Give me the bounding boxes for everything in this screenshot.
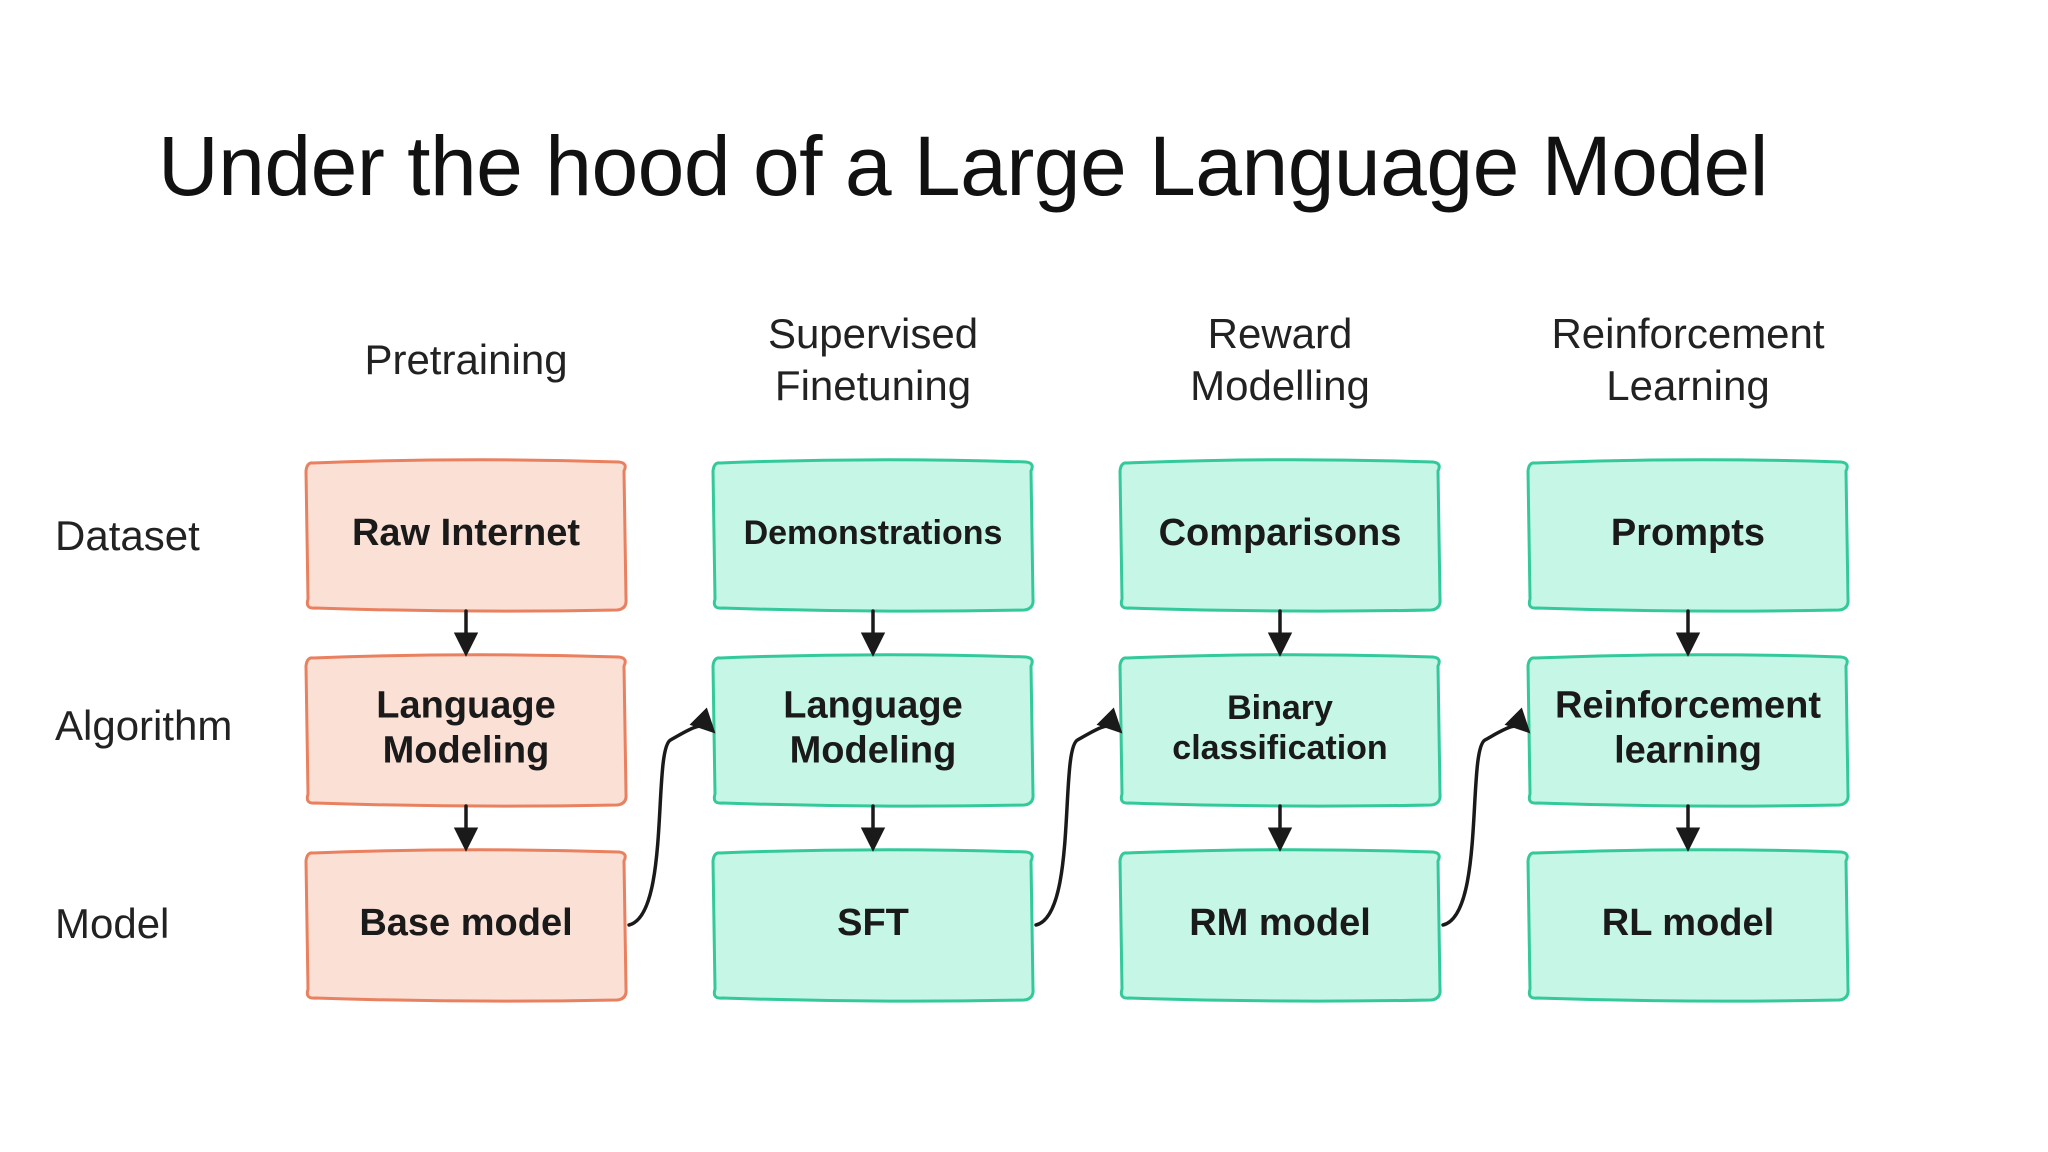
node-box: Base model	[304, 848, 628, 1003]
stage-header-line: Supervised	[767, 310, 979, 357]
node-label: Prompts	[1611, 512, 1765, 554]
node-box: Prompts	[1526, 458, 1850, 613]
node-label: Modeling	[383, 729, 550, 771]
node-box: RL model	[1526, 848, 1850, 1003]
stage-transfer-arrow	[627, 707, 716, 927]
node-label: Binary	[1227, 689, 1333, 727]
node-label: Language	[783, 685, 962, 727]
node-box-shape	[304, 653, 628, 808]
node-box-shape	[1118, 848, 1442, 1003]
row-label-dataset: Dataset	[55, 512, 200, 559]
node-box: Raw Internet	[304, 458, 628, 613]
node-label: Demonstrations	[744, 514, 1003, 552]
page-title: Under the hood of a Large Language Model	[158, 119, 1768, 213]
node-box-shape	[711, 848, 1035, 1003]
node-box-shape	[304, 458, 628, 613]
node-label: Base model	[359, 902, 572, 944]
node-box-shape	[711, 458, 1035, 613]
node-label: Language	[376, 685, 555, 727]
node-label: RM model	[1189, 902, 1371, 944]
node-box-shape	[711, 653, 1035, 808]
node-box: Demonstrations	[711, 458, 1035, 613]
node-box-shape	[1526, 653, 1850, 808]
node-box-shape	[1526, 848, 1850, 1003]
node-label: RL model	[1602, 902, 1774, 944]
stage-header-line: Learning	[1606, 362, 1770, 409]
row-label-model: Model	[55, 900, 170, 947]
node-label: SFT	[837, 902, 909, 944]
node-box: Comparisons	[1118, 458, 1442, 613]
node-label: classification	[1172, 729, 1387, 767]
node-box-shape	[304, 848, 628, 1003]
stage-header-line: Reward	[1207, 310, 1353, 357]
node-box-shape	[1526, 458, 1850, 613]
stage-header-line: Pretraining	[364, 336, 568, 383]
node-box-shape	[1118, 653, 1442, 808]
node-label: Modeling	[790, 729, 957, 771]
node-label: Comparisons	[1159, 512, 1402, 554]
stage-header-line: Modelling	[1190, 362, 1370, 409]
node-box-shape	[1118, 458, 1442, 613]
node-box: SFT	[711, 848, 1035, 1003]
node-label: learning	[1614, 729, 1762, 771]
node-label: Raw Internet	[352, 512, 580, 554]
node-box: RM model	[1118, 848, 1442, 1003]
stage-header-line: Reinforcement	[1551, 310, 1825, 357]
stage-header-1: Pretraining	[296, 300, 636, 420]
stage-transfer-arrow	[1034, 707, 1123, 927]
stage-header-line: Finetuning	[774, 362, 972, 409]
row-label-algorithm: Algorithm	[55, 702, 233, 749]
stage-transfer-arrow	[1441, 707, 1531, 927]
node-label: Reinforcement	[1555, 685, 1821, 727]
